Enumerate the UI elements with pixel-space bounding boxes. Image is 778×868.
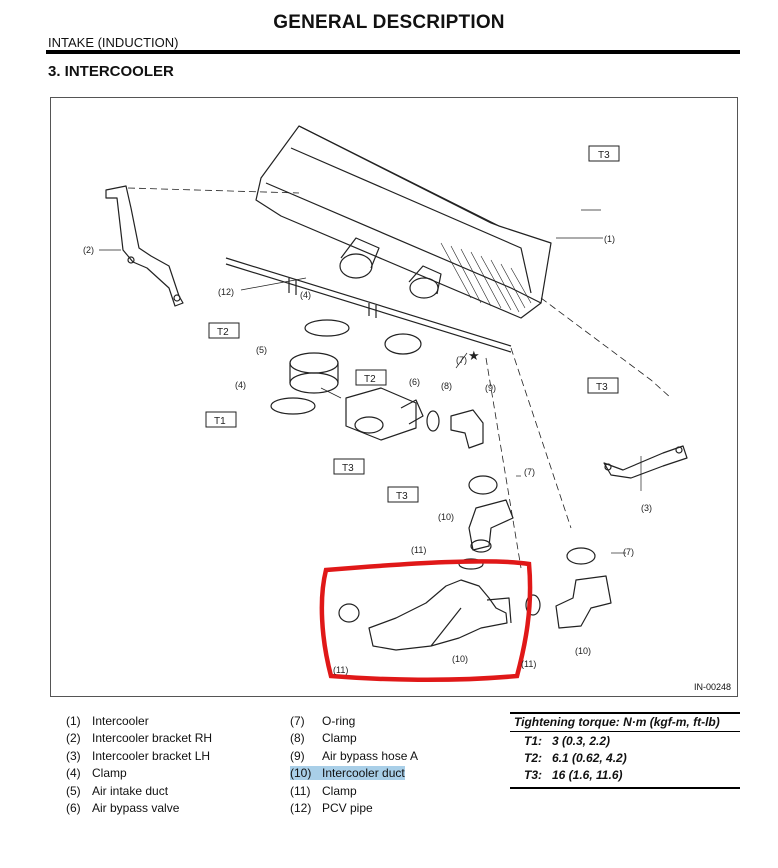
clamp-part (426, 410, 440, 432)
callout-7: (7) (456, 355, 467, 365)
o-ring-part (468, 475, 498, 495)
legend-item: (12)PCV pipe (290, 801, 373, 816)
torque-heading: Tightening torque: N·m (kgf-m, ft-lb) (510, 712, 740, 732)
callout-7: (7) (524, 467, 535, 477)
legend-item: (8)Clamp (290, 731, 357, 746)
section-header: INTAKE (INDUCTION) (48, 35, 179, 50)
callout-8: (8) (441, 381, 452, 391)
clamp-part (304, 319, 350, 337)
torque-row: T1:3 (0.3, 2.2) (524, 734, 611, 748)
torque-bottom-rule (510, 783, 740, 789)
torque-box-t3 (588, 145, 620, 162)
callout-11: (11) (411, 545, 426, 555)
clamp-part (270, 397, 316, 415)
pcv-pipe-part (225, 257, 512, 353)
legend-item: (1)Intercooler (66, 714, 149, 728)
legend-item-highlighted: (10)Intercooler duct (290, 766, 405, 781)
callout-5: (5) (256, 345, 267, 355)
torque-box-t2 (355, 369, 387, 386)
legend-item: (5)Air intake duct (66, 783, 169, 798)
torque-label: T1 (214, 416, 226, 427)
torque-label: T2 (217, 327, 229, 338)
torque-label: T3 (342, 463, 354, 474)
torque-label: T3 (598, 150, 610, 161)
torque-box-t1 (205, 411, 237, 428)
legend-item: (4)Clamp (66, 766, 127, 781)
torque-box-t2 (208, 322, 240, 339)
o-ring-part (384, 333, 422, 355)
page-title: GENERAL DESCRIPTION (273, 12, 505, 33)
callout-3: (3) (641, 503, 652, 513)
figure-id: IN-00248 (693, 682, 731, 692)
torque-label: T3 (596, 382, 608, 393)
torque-row: T2:6.1 (0.62, 4.2) (524, 751, 627, 765)
callout-11: (11) (333, 665, 348, 675)
intercooler-duct-part (468, 499, 514, 553)
star-marker: ★ (468, 348, 480, 363)
header-rule (46, 50, 740, 54)
callout-11: (11) (521, 659, 536, 669)
callout-10: (10) (575, 646, 591, 656)
torque-box-t3 (587, 377, 619, 394)
legend-item: (7)O-ring (290, 714, 356, 728)
torque-label: T2 (364, 374, 376, 385)
subsection-title: 3. INTERCOOLER (48, 63, 174, 80)
callout-10: (10) (452, 654, 468, 664)
torque-box-t3 (387, 486, 419, 503)
air-bypass-hose-a-part (450, 409, 484, 449)
exploded-view-drawing: (1) (2) (3) (4) (4) (5) (6) (7) (7) (7) … (83, 125, 688, 683)
air-bypass-valve-part (345, 387, 424, 441)
callout-1: (1) (604, 234, 615, 244)
callout-12: (12) (218, 287, 234, 297)
legend-item: (3)Intercooler bracket LH (66, 748, 211, 763)
torque-box-t3 (333, 458, 365, 475)
callout-9: (9) (485, 383, 496, 393)
intercooler-bracket-lh-part (603, 445, 688, 479)
legend-item: (9)Air bypass hose A (290, 748, 419, 763)
air-intake-duct-part (289, 352, 339, 394)
o-ring-part (566, 547, 596, 565)
intercooler-diagram: (1) (2) (3) (4) (4) (5) (6) (7) (7) (7) … (50, 97, 738, 697)
intercooler-bracket-rh-part (105, 185, 184, 307)
legend-item: (6)Air bypass valve (66, 801, 180, 816)
highlight-outline (319, 559, 533, 683)
legend-item: (2)Intercooler bracket RH (66, 731, 213, 746)
callout-4: (4) (235, 380, 246, 390)
legend-right: (7)O-ring (8)Clamp (9)Air bypass hose A … (290, 713, 418, 817)
intercooler-part (255, 125, 552, 319)
legend-item: (11)Clamp (290, 783, 357, 798)
callout-4: (4) (300, 290, 311, 300)
callout-6: (6) (409, 377, 420, 387)
intercooler-duct-part (555, 575, 612, 629)
callout-7: (7) (623, 547, 634, 557)
torque-table: Tightening torque: N·m (kgf-m, ft-lb) T1… (510, 712, 740, 789)
legend-left: (1)Intercooler (2)Intercooler bracket RH… (66, 713, 212, 817)
torque-label: T3 (396, 491, 408, 502)
callout-10: (10) (438, 512, 454, 522)
torque-row: T3:16 (1.6, 11.6) (524, 768, 623, 782)
callout-2: (2) (83, 245, 94, 255)
highlighted-intercooler-duct (338, 579, 541, 651)
